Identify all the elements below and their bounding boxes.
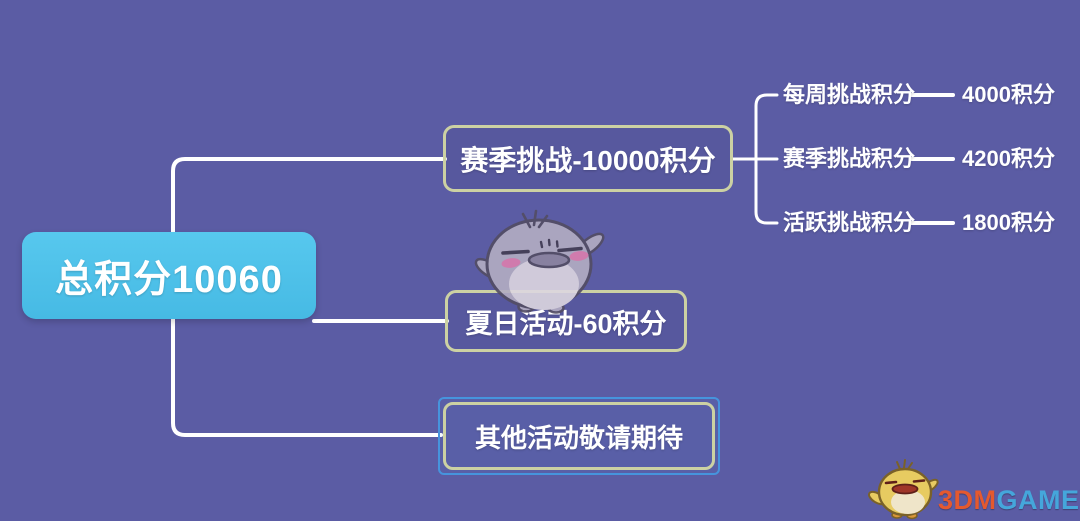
root-node-label: 总积分10060: [55, 259, 283, 301]
branch-summer-label: 夏日活动-60积分: [465, 308, 667, 339]
leaf-node-season-challenge[interactable]: 赛季挑战积分: [783, 146, 916, 171]
leaf-node-active-challenge[interactable]: 活跃挑战积分: [783, 210, 916, 235]
brand-game-text: GAME: [996, 485, 1080, 515]
leaf-value-active-challenge[interactable]: 1800积分: [962, 210, 1055, 235]
branch-node-other-events-selected[interactable]: 其他活动敬请期待: [438, 397, 720, 475]
watermark-brand-text: 3DMGAME™: [938, 487, 1080, 514]
branch-season-label: 赛季挑战-10000积分: [460, 144, 716, 176]
penguin-mascot-icon: [474, 209, 605, 314]
branch-other-label: 其他活动敬请期待: [474, 422, 683, 453]
watermark-3dmgame-logo: 3DMGAME™: [866, 456, 1080, 520]
branch-node-other-events-box: 其他活动敬请期待: [443, 402, 715, 470]
chick-mascot-icon: [868, 459, 939, 520]
root-node-total-points[interactable]: 总积分10060: [22, 232, 316, 319]
leaf-value-season-challenge[interactable]: 4200积分: [962, 146, 1055, 171]
leaf-node-weekly-challenge[interactable]: 每周挑战积分: [783, 82, 916, 107]
leaf-value-weekly-challenge[interactable]: 4000积分: [962, 82, 1055, 107]
brand-3dm-text: 3DM: [938, 485, 997, 515]
connector-sub-fork: [754, 93, 779, 225]
branch-node-season-challenge[interactable]: 赛季挑战-10000积分: [443, 125, 733, 192]
